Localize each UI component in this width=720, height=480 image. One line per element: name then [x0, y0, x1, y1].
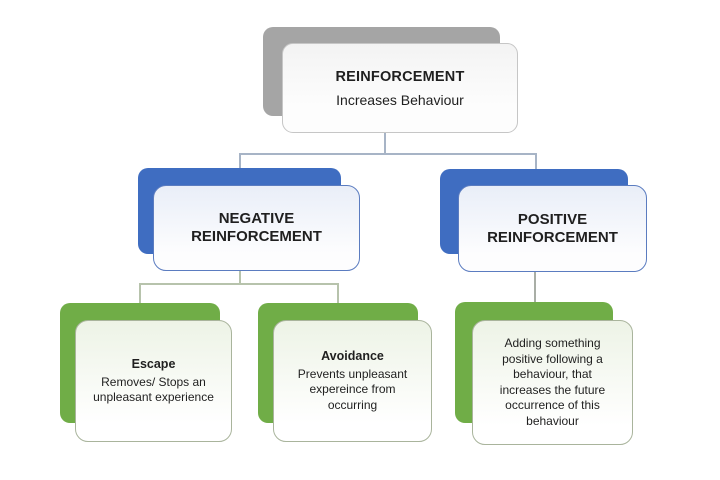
connector-negative-drop — [239, 153, 241, 171]
connector-positive-drop — [535, 153, 537, 172]
escape-node: Escape Removes/ Stops an unpleasant expe… — [75, 320, 232, 442]
escape-node-title: Escape — [131, 356, 176, 371]
connector-negative-stub — [239, 270, 241, 285]
connector-root-stub — [384, 133, 386, 154]
root-node-title: REINFORCEMENT — [335, 68, 465, 85]
connector-level2-horizontal — [239, 153, 537, 155]
connector-positive-detail-drop — [534, 271, 536, 304]
connector-avoidance-drop — [337, 283, 339, 304]
root-node: REINFORCEMENT Increases Behaviour — [282, 43, 518, 133]
positive-detail-node-body: Adding something positive following a be… — [499, 336, 606, 428]
connector-escape-drop — [139, 283, 141, 304]
avoidance-node-title: Avoidance — [321, 348, 384, 363]
positive-node: POSITIVE REINFORCEMENT — [458, 185, 647, 272]
escape-node-body: Removes/ Stops an unpleasant experience — [93, 374, 214, 405]
positive-detail-node: Adding something positive following a be… — [472, 320, 633, 445]
avoidance-node: Avoidance Prevents unpleasant expereince… — [273, 320, 432, 442]
root-node-subtitle: Increases Behaviour — [336, 91, 464, 108]
positive-node-title: POSITIVE REINFORCEMENT — [487, 210, 618, 246]
negative-node: NEGATIVE REINFORCEMENT — [153, 185, 360, 271]
avoidance-node-body: Prevents unpleasant expereince from occu… — [297, 366, 408, 412]
negative-node-title: NEGATIVE REINFORCEMENT — [191, 210, 322, 245]
connector-level3-horizontal — [139, 283, 339, 285]
